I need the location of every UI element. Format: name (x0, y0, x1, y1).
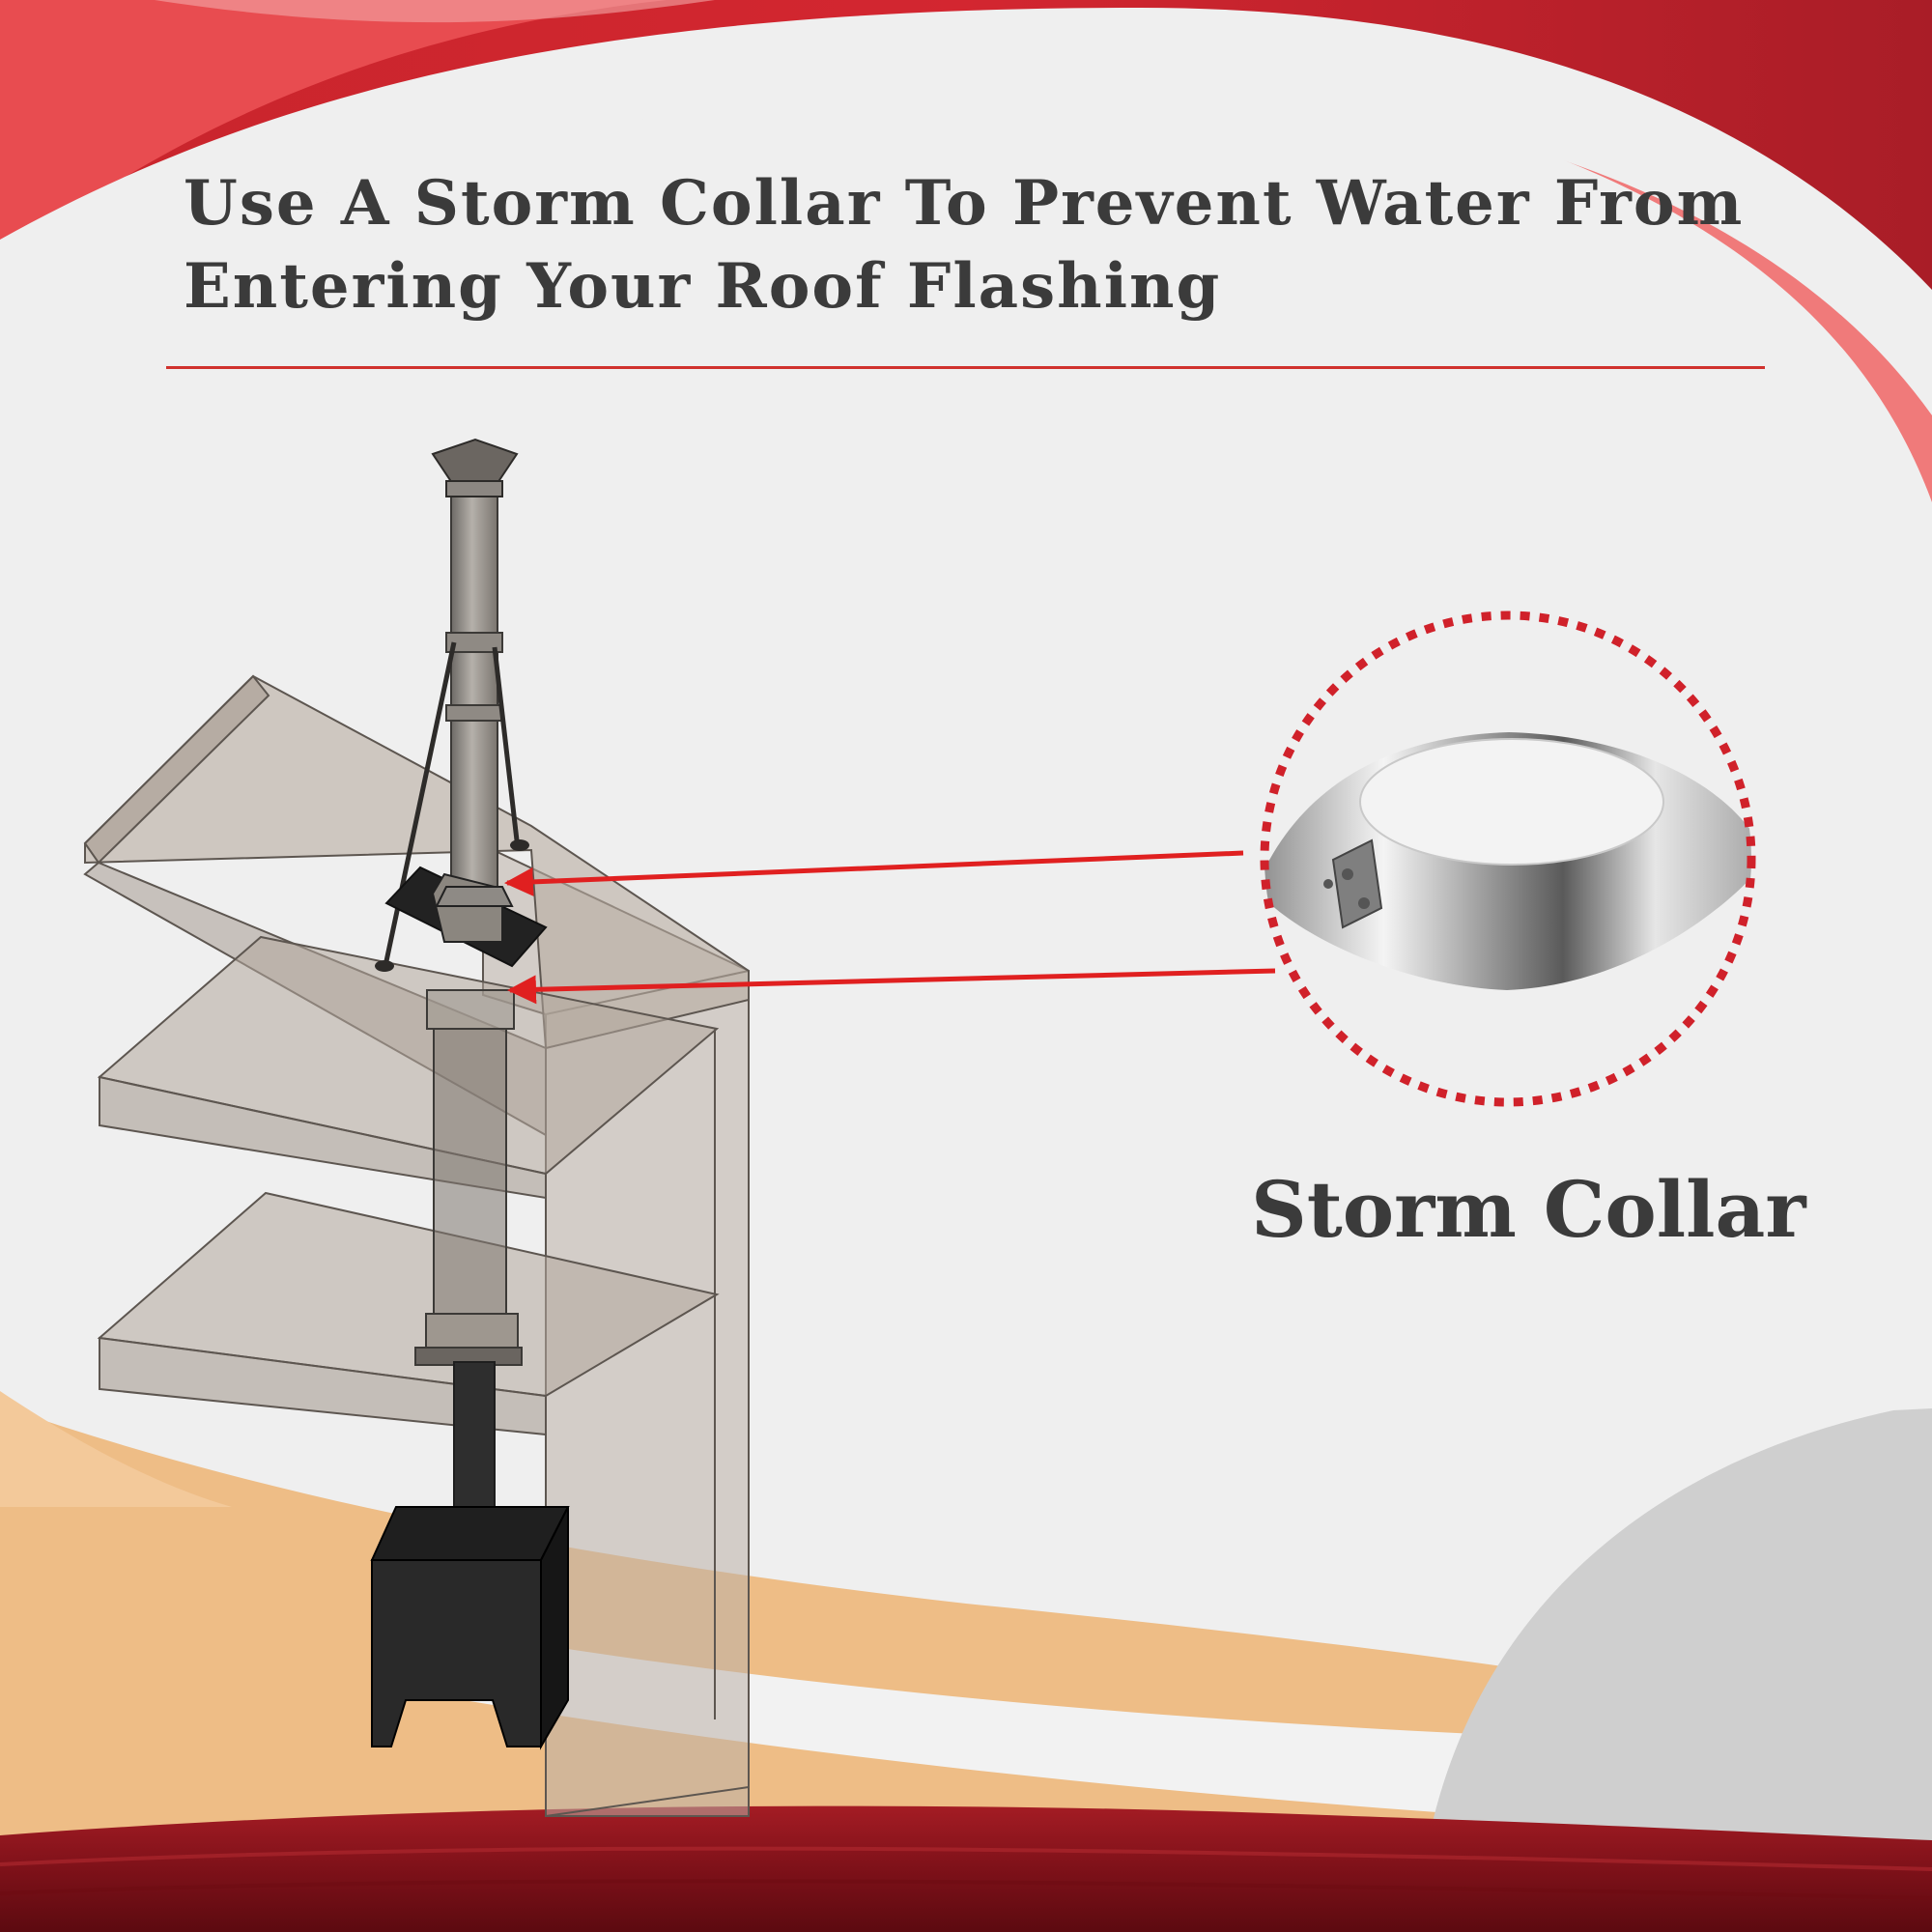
headline-divider (166, 366, 1765, 369)
gray-arc-decoration (1420, 1408, 1932, 1893)
headline-line-1: Use A Storm Collar To Prevent Water From (184, 167, 1745, 240)
zoom-callout (1260, 611, 1756, 1107)
top-red-swoosh (0, 0, 1932, 502)
lower-floor (97, 1191, 720, 1436)
pointer-arrows (504, 850, 1276, 1005)
storm-collar-product-icon (1264, 732, 1751, 990)
headline-line-2: Entering Your Roof Flashing (184, 250, 1222, 323)
arrow-storm-collar (504, 850, 1244, 896)
arrow-flashing (507, 968, 1276, 1005)
chimney-pipe (414, 492, 523, 1537)
wood-stove (370, 1506, 570, 1750)
bottom-red-band (0, 1805, 1932, 1932)
storm-collar-label: Storm Collar (1251, 1164, 1806, 1255)
headline: Use A Storm Collar To Prevent Water From… (184, 162, 1768, 328)
dotted-zoom-ring-icon (1260, 611, 1756, 1107)
chimney-diagram (83, 438, 750, 1817)
storm-collar-diagram (435, 886, 514, 907)
chimney-cap (431, 438, 519, 497)
